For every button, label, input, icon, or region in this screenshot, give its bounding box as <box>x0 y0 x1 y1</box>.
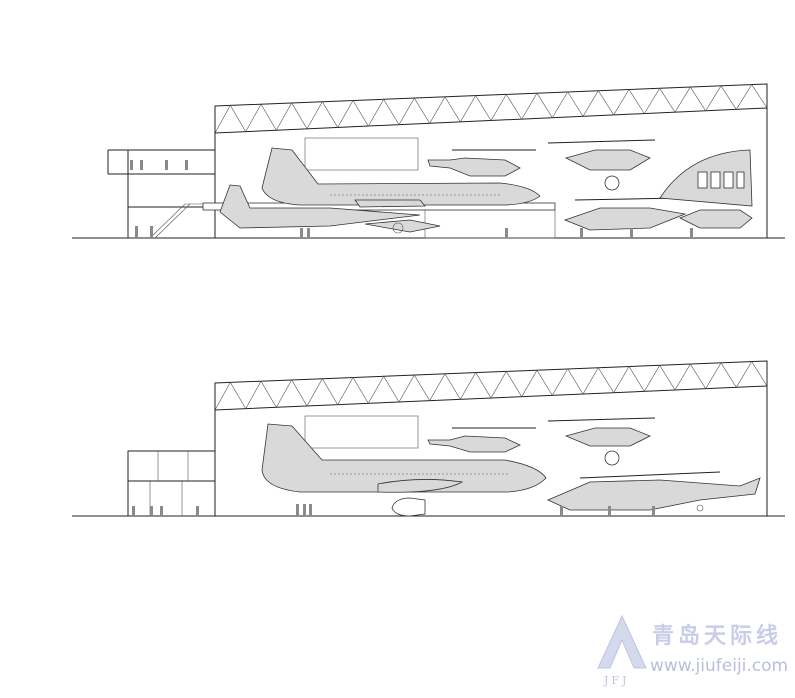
helicopter-upper-1 <box>427 149 536 177</box>
helicopter-upper-2 <box>547 139 656 191</box>
sign-board <box>304 137 419 171</box>
helicopter-lower-3 <box>547 471 761 512</box>
roof-truss <box>214 83 768 134</box>
jfj-logo-icon <box>597 614 647 669</box>
watermark-logo-text: JFJ <box>604 674 630 687</box>
sign-board <box>304 415 419 449</box>
upper-section-view <box>72 83 785 239</box>
airliner-upper <box>261 147 541 208</box>
engine-exhibit <box>391 497 426 517</box>
watermark: 青岛天际线 www.jiufeiji.com JFJ <box>592 612 792 692</box>
large-tail-fin <box>659 149 753 207</box>
fighter-jet-upper-left <box>219 184 421 229</box>
prop-plane-upper <box>364 219 441 234</box>
helicopter-lower-2 <box>547 417 656 466</box>
annex-building <box>107 149 216 239</box>
watermark-url: www.jiufeiji.com <box>650 656 789 676</box>
annex-building <box>127 450 216 517</box>
roof-truss <box>214 360 768 411</box>
visitors-lower <box>132 504 655 516</box>
fighter-jet-upper-right <box>679 209 753 229</box>
helicopter-lower-1 <box>427 427 536 453</box>
exhibit-booth <box>424 209 556 239</box>
visitors-upper <box>130 160 693 238</box>
watermark-site-name: 青岛天际线 <box>652 623 783 649</box>
lower-elevation-view <box>72 360 785 517</box>
helicopter-upper-3 <box>563 197 687 231</box>
airliner-lower <box>261 423 547 493</box>
